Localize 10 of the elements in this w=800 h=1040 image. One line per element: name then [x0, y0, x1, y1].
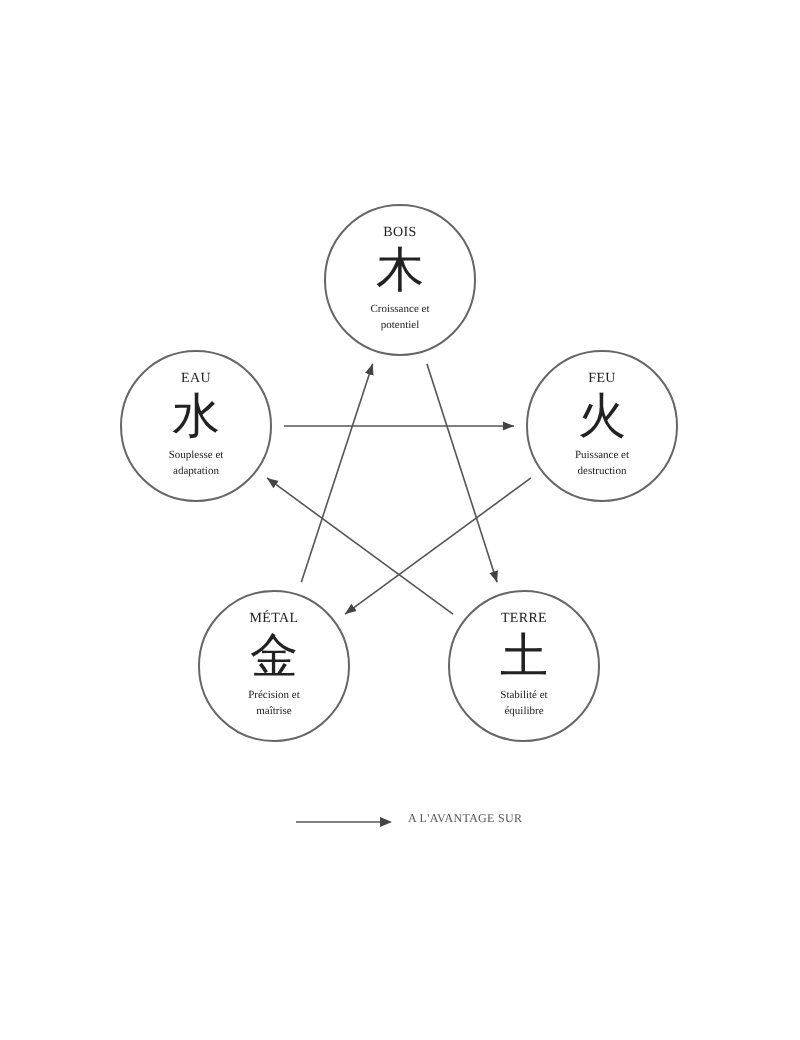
chinese-character: 土	[500, 630, 548, 689]
arrow	[283, 421, 515, 431]
chinese-character: 木	[376, 244, 424, 303]
arrow	[300, 362, 374, 584]
arrow	[344, 477, 532, 615]
chinese-character: 水	[172, 390, 220, 449]
arrow	[266, 477, 454, 615]
chinese-character: 金	[250, 630, 298, 689]
chinese-character: 火	[578, 390, 626, 449]
arrow	[426, 362, 498, 583]
